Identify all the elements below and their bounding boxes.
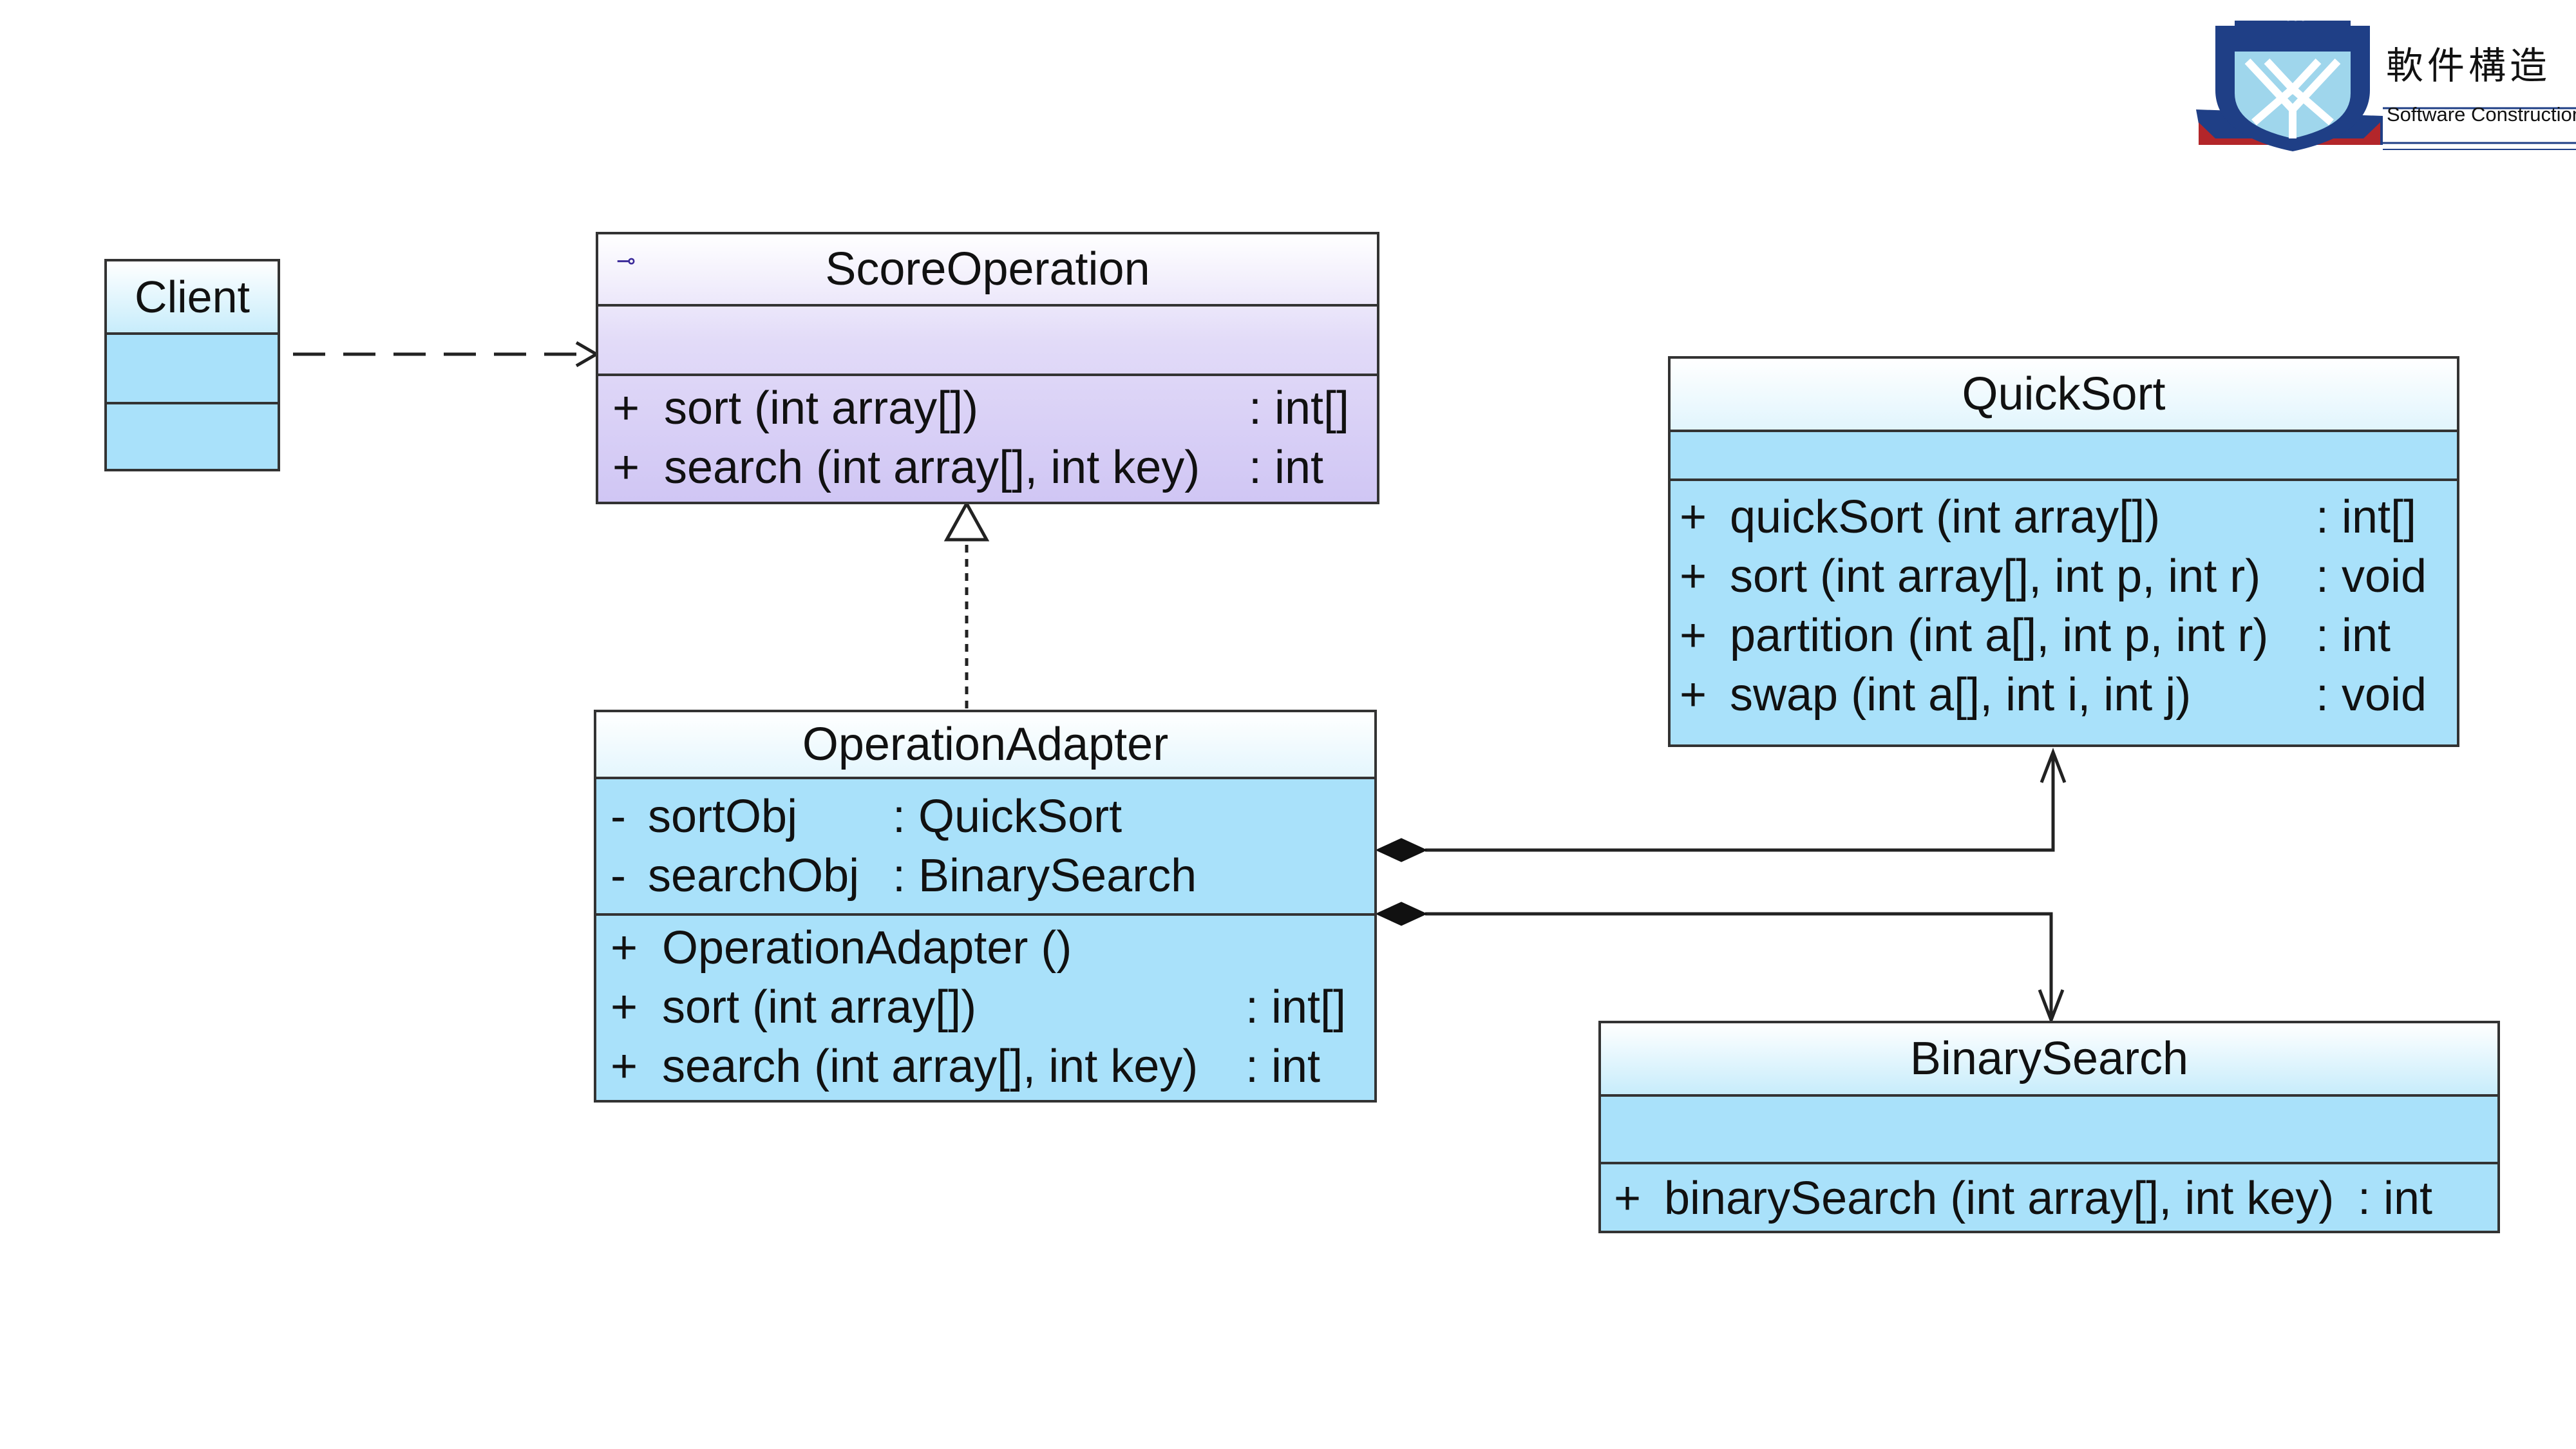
course-title-cn: 軟件構造 (2386, 44, 2552, 88)
attribute-row: - searchObj : BinarySearch (611, 850, 1197, 902)
operation-row: + sort (int array[]) : int[] (611, 981, 1347, 1033)
class-binary-search[interactable]: BinarySearch + binarySearch (int array[]… (1598, 1021, 2500, 1233)
attributes-compartment: - sortObj : QuickSort - searchObj : Bina… (596, 777, 1374, 913)
realization-triangle (943, 500, 990, 542)
composition-line-quicksort (1425, 753, 2055, 852)
composition-diamond-binarysearch (1375, 902, 1428, 926)
operations-compartment: + OperationAdapter () + sort (int array[… (596, 913, 1374, 1100)
class-name: QuickSort (1962, 368, 2166, 420)
operation-row: + sort (int array[], int p, int r) : voi… (1680, 551, 2427, 602)
operation-row: + binarySearch (int array[], int key) : … (1614, 1173, 2433, 1224)
class-name: ScoreOperation (825, 243, 1150, 295)
class-client[interactable]: Client (104, 259, 280, 471)
composition-line-binarysearch (1425, 912, 2053, 1019)
class-name: OperationAdapter (802, 719, 1169, 770)
interface-icon: ⊸ (616, 247, 636, 274)
operation-row: + search (int array[], int key) : int (612, 442, 1324, 493)
attribute-row: - sortObj : QuickSort (611, 791, 1122, 842)
svg-text:1933: 1933 (2278, 13, 2307, 24)
operation-row: + sort (int array[]) : int[] (612, 383, 1350, 434)
interface-score-operation[interactable]: ⊸ ScoreOperation + sort (int array[]) : … (596, 232, 1379, 504)
attributes-compartment (1671, 430, 2457, 478)
university-logo: 1933 (2190, 13, 2576, 161)
operation-row: + swap (int a[], int i, int j) : void (1680, 669, 2427, 721)
class-name: BinarySearch (1909, 1033, 2189, 1084)
attributes-compartment (598, 304, 1377, 374)
attributes-compartment (107, 332, 278, 402)
operation-row: + partition (int a[], int p, int r) : in… (1680, 610, 2391, 661)
operations-compartment: + quickSort (int array[]) : int[] + sort… (1671, 478, 2457, 744)
dependency-arrowhead (575, 341, 600, 368)
class-operation-adapter[interactable]: OperationAdapter - sortObj : QuickSort -… (594, 710, 1377, 1103)
operations-compartment: + sort (int array[]) : int[] + search (i… (598, 374, 1377, 497)
composition-diamond-quicksort (1375, 838, 1428, 862)
navigable-arrowhead-binarysearch (2038, 989, 2065, 1025)
course-title-en: Software Construction (2387, 103, 2576, 126)
university-seal-icon: 1933 (2196, 13, 2576, 151)
class-quick-sort[interactable]: QuickSort + quickSort (int array[]) : in… (1668, 356, 2459, 747)
attributes-compartment (1601, 1094, 2497, 1162)
operation-row: + OperationAdapter () (611, 922, 1072, 974)
navigable-arrowhead-quicksort (2040, 748, 2067, 783)
operation-row: + search (int array[], int key) : int (611, 1041, 1321, 1092)
operation-row: + quickSort (int array[]) : int[] (1680, 491, 2417, 543)
operations-compartment: + binarySearch (int array[], int key) : … (1601, 1162, 2497, 1231)
operations-compartment (107, 402, 278, 469)
class-name: Client (135, 272, 250, 322)
